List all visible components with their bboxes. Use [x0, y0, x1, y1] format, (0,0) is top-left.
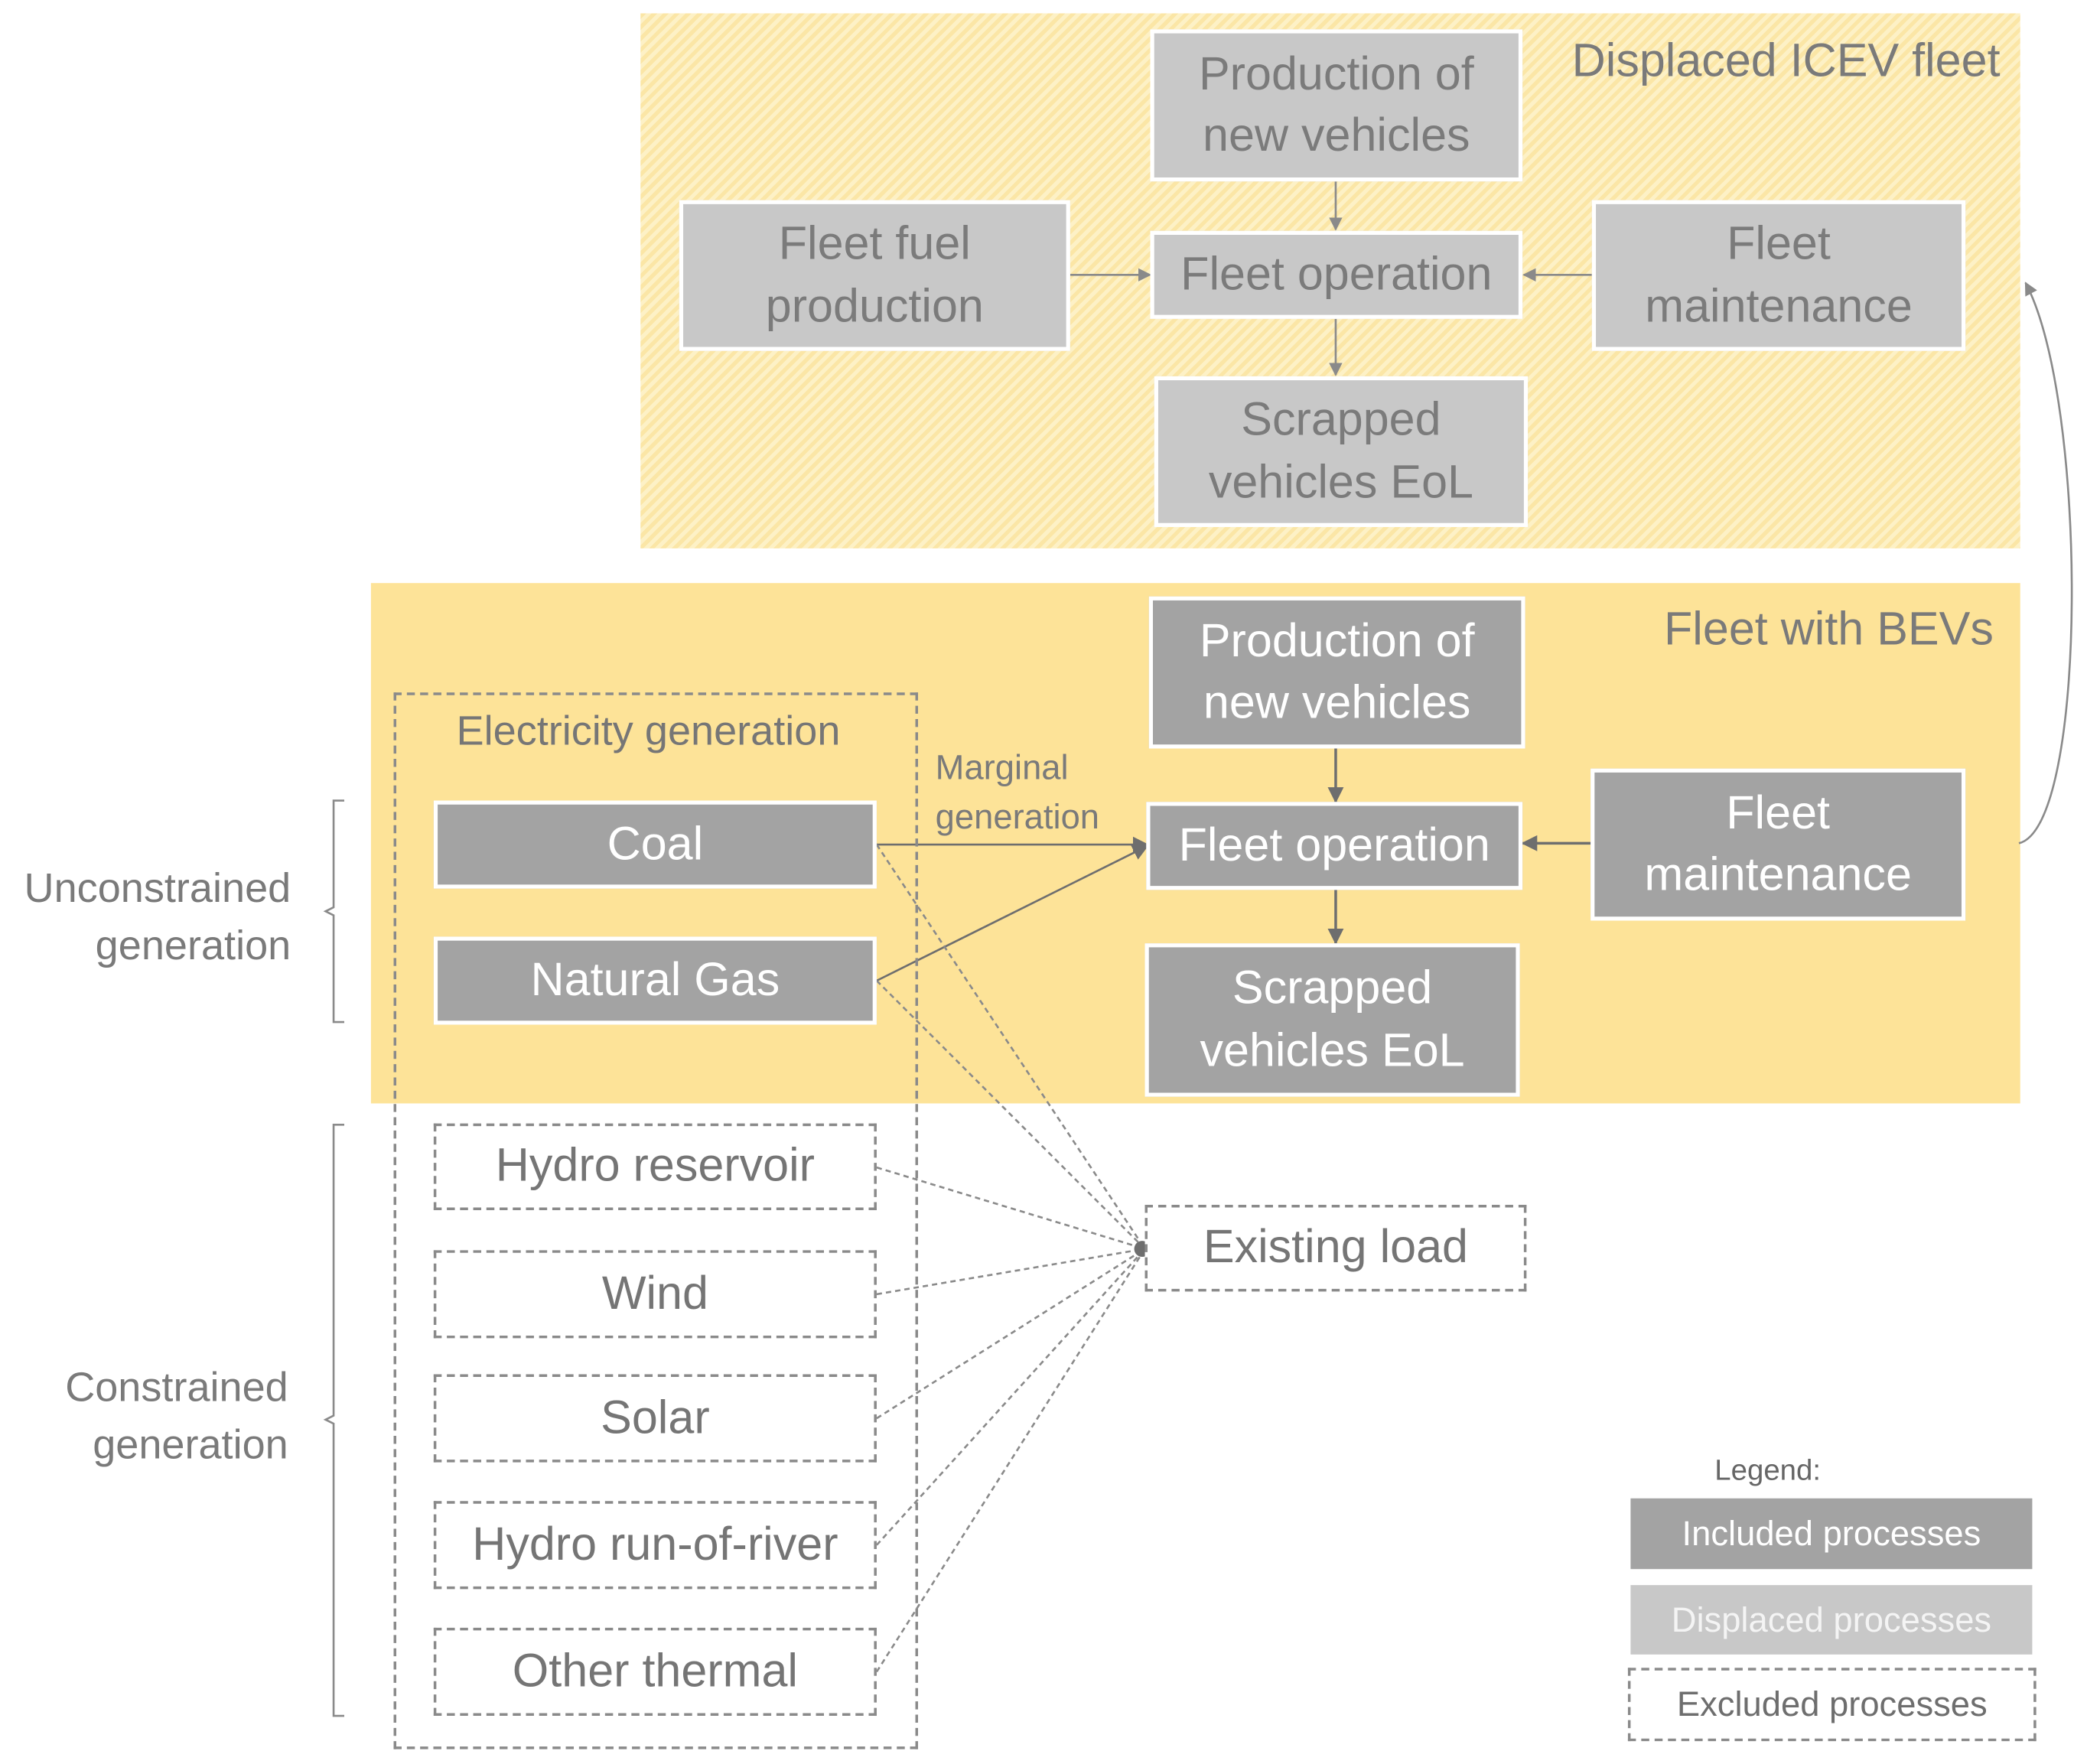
legend-title: Legend: — [1714, 1453, 1822, 1487]
bev-maintenance-box: Fleet maintenance — [1590, 768, 1966, 921]
unconstrained-generation-label: Unconstrained generation — [24, 864, 291, 968]
marginal-generation-label: Marginal generation — [935, 747, 1100, 837]
gas-to-operation-arrow — [876, 845, 1149, 982]
legend-displaced-swatch: Displaced processes — [1630, 1585, 2033, 1655]
constrained-generation-label: Constrained generation — [65, 1363, 288, 1468]
icev-fuel-production-box: Fleet fuel production — [679, 200, 1070, 351]
bev-production-box: Production of new vehicles — [1148, 596, 1525, 749]
bev-operation-box: Fleet operation — [1146, 802, 1523, 890]
bev-scrapped-box: Scrapped vehicles EoL — [1144, 943, 1520, 1097]
displaced-icev-fleet-title: Displaced ICEV fleet — [1571, 34, 2001, 87]
existing-load-links — [875, 844, 1146, 1673]
icev-production-box: Production of new vehicles — [1150, 29, 1523, 182]
legend-included-swatch: Included processes — [1630, 1498, 2033, 1570]
legend-excluded-swatch: Excluded processes — [1627, 1668, 2037, 1742]
other-thermal-box: Other thermal — [433, 1627, 877, 1717]
hydro-run-of-river-box: Hydro run-of-river — [433, 1501, 877, 1590]
electricity-generation-container — [393, 692, 919, 1749]
electricity-generation-title: Electricity generation — [456, 707, 841, 754]
existing-load-box: Existing load — [1144, 1205, 1527, 1292]
fleet-with-bevs-title: Fleet with BEVs — [1664, 603, 1994, 656]
icev-maintenance-box: Fleet maintenance — [1591, 200, 1966, 351]
constrained-brace — [323, 1124, 345, 1717]
solar-box: Solar — [433, 1374, 877, 1463]
unconstrained-brace — [323, 799, 345, 1024]
hydro-reservoir-box: Hydro reservoir — [433, 1123, 877, 1210]
icev-operation-box: Fleet operation — [1150, 230, 1523, 319]
coal-box: Coal — [433, 800, 877, 889]
curved-link-arrow — [2018, 282, 2073, 845]
wind-box: Wind — [433, 1250, 877, 1339]
natural-gas-box: Natural Gas — [433, 936, 877, 1025]
icev-scrapped-box: Scrapped vehicles EoL — [1154, 376, 1529, 527]
